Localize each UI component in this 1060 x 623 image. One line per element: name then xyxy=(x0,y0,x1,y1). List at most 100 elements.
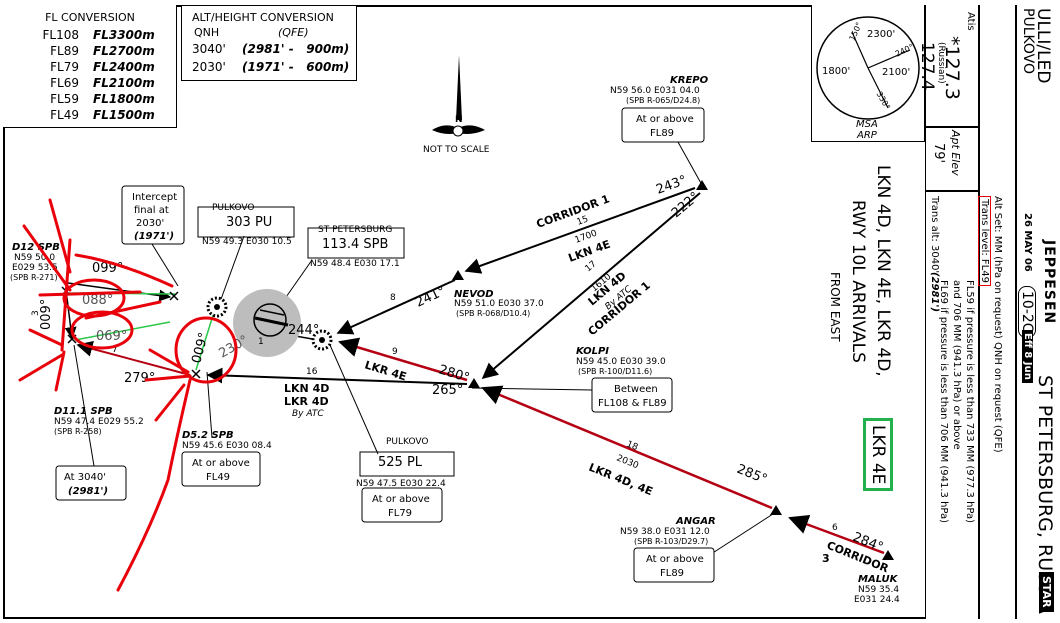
kolpi-coord: N59 45.0 E030 39.0 xyxy=(576,357,666,367)
krepo-coord: N59 56.0 E031 04.0 xyxy=(610,86,700,96)
dist-6: 6 xyxy=(832,523,838,533)
header-divider-1 xyxy=(925,126,978,128)
nevod-coord: N59 51.0 E030 37.0 xyxy=(454,299,544,309)
svg-text:FL108 & FL89: FL108 & FL89 xyxy=(598,398,667,409)
fl-value: FL108 xyxy=(42,28,80,42)
not-to-scale: NOT TO SCALE xyxy=(423,145,490,155)
krepo-name: KREPO xyxy=(670,75,709,86)
qfe-label: (QFE) xyxy=(278,26,309,39)
pl-coord: N59 47.5 E030 22.4 xyxy=(356,479,446,489)
svg-text:At or above: At or above xyxy=(192,458,250,469)
kolpi-restriction xyxy=(591,377,673,413)
fl-meters: FL1800m xyxy=(93,92,155,106)
pu-freq: 303 PU xyxy=(226,215,272,230)
brg-285: 285° xyxy=(735,462,770,488)
brg-088: 088° xyxy=(82,293,113,308)
svg-text:FL79: FL79 xyxy=(388,508,412,519)
alt-row-1-qfe: (2981' - 900m) xyxy=(242,42,350,56)
fl-conversion-title: FL CONVERSION xyxy=(45,11,135,24)
d52-coord: N59 45.6 E030 08.4 xyxy=(182,441,272,451)
pl-freq: 525 PL xyxy=(378,455,423,470)
fl-value: FL59 xyxy=(50,92,79,106)
alt-conversion-table: ALT/HEIGHT CONVERSION QNH (QFE) 3040' (2… xyxy=(181,5,357,81)
fl-value: FL79 xyxy=(50,60,79,74)
spb-freq: 113.4 SPB xyxy=(322,237,388,252)
svg-text:Between: Between xyxy=(614,384,658,395)
fl-meters: FL3300m xyxy=(93,28,155,42)
svg-text:final at: final at xyxy=(134,205,169,216)
fl-conversion-row: FL108 FL3300m xyxy=(21,27,171,43)
d52-restriction xyxy=(181,451,261,487)
ndb-icons xyxy=(206,296,333,351)
fl-conversion-row: FL89 FL2700m xyxy=(21,43,171,59)
alt-row-2-qnh: 2030' xyxy=(192,60,226,74)
svg-text:Intercept: Intercept xyxy=(132,192,177,203)
krepo-restriction xyxy=(621,107,705,143)
fl-value: FL69 xyxy=(50,76,79,90)
svg-text:FL89: FL89 xyxy=(650,128,674,139)
d12-coord2: E029 53.5 xyxy=(12,263,58,273)
d11-name: D11.1 SPB xyxy=(54,406,113,417)
info-boxes: At or above FL89 Between FL108 & FL89 At… xyxy=(55,107,715,583)
dist-8: 8 xyxy=(390,293,396,303)
msa-bearing-1: 150° xyxy=(848,21,864,42)
kolpi-name: KOLPI xyxy=(576,346,609,357)
fix-labels: KREPO N59 56.0 E031 04.0 (SPB R-065/D24.… xyxy=(10,75,900,605)
svg-text:(2981'): (2981') xyxy=(68,486,108,497)
brg-009: 009° xyxy=(39,299,54,330)
waypoint-markers xyxy=(452,180,894,560)
d11-ref: (SPB R-258) xyxy=(54,427,102,436)
dist-3: 3 xyxy=(31,310,41,316)
pl-restriction xyxy=(361,487,443,523)
d11-restriction xyxy=(55,465,127,501)
svg-text:(1971'): (1971') xyxy=(134,231,174,242)
angar-restriction xyxy=(633,547,715,583)
d12-name: D12 SPB xyxy=(12,242,60,253)
angar-name: ANGAR xyxy=(675,516,716,527)
svg-text:2030': 2030' xyxy=(136,218,164,229)
svg-text:At 3040': At 3040' xyxy=(64,472,106,483)
corridor-1-label: CORRIDOR 1 xyxy=(535,192,612,231)
d12-coord1: N59 50.0 xyxy=(14,253,55,263)
dist-17: 17 xyxy=(584,259,599,274)
msa-bearing-3: 330° xyxy=(875,90,892,111)
brg-265: 265° xyxy=(432,383,463,398)
header-column xyxy=(925,5,1055,619)
msa-label: MSA xyxy=(856,119,878,130)
nevod-name: NEVOD xyxy=(454,289,494,300)
fl-meters: FL2700m xyxy=(93,44,155,58)
svg-text:At or above: At or above xyxy=(636,114,694,125)
brg-279: 279° xyxy=(124,371,155,386)
lkr4d-b-label: LKR 4D xyxy=(284,395,329,408)
dist-9: 9 xyxy=(392,347,398,357)
d12-ref: (SPB R-271) xyxy=(10,273,58,282)
brg-243: 243° xyxy=(654,173,689,198)
alt-2030: 2030 xyxy=(615,454,640,472)
msa-sector-3: 2100' xyxy=(882,67,910,78)
msa-diagram: 2300' 1800' 2100' 150° 240° 330° MSA ARP xyxy=(816,16,920,141)
header-divider-2 xyxy=(925,190,978,192)
kolpi-ref: (SPB R-100/D11.6) xyxy=(578,367,652,376)
alt-row-1-qnh: 3040' xyxy=(192,42,226,56)
svg-text:FL89: FL89 xyxy=(660,568,684,579)
maluk-coord1: N59 35.4 xyxy=(858,585,899,595)
dist-1: 1 xyxy=(258,337,264,347)
nevod-ref: (SPB R-068/D10.4) xyxy=(456,309,530,318)
brg-069: 069° xyxy=(96,329,127,344)
dist-7: 7 xyxy=(112,345,118,355)
north-arrow-icon: N NOT TO SCALE xyxy=(423,55,490,155)
by-atc-2-label: By ATC xyxy=(292,409,324,419)
d52-name: D5.2 SPB xyxy=(182,430,234,441)
fl-value: FL89 xyxy=(50,44,79,58)
waypoint-maluk xyxy=(882,550,894,560)
pu-coord: N59 49.3 E030 10.5 xyxy=(202,237,292,247)
header-divider-v2 xyxy=(1015,5,1017,619)
header-divider-v xyxy=(978,5,980,619)
d11-coord: N59 47.4 E029 55.2 xyxy=(54,417,144,427)
waypoint-krepo xyxy=(696,180,708,190)
